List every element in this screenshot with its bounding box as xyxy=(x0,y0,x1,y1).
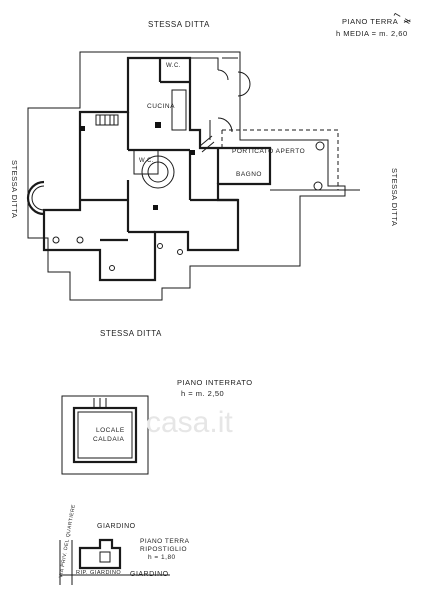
porch-outline xyxy=(222,129,339,191)
neighbor-top-label: STESSA DITTA xyxy=(148,20,210,29)
ground-floor-title: PIANO TERRA xyxy=(342,17,398,26)
watermark: casa.it xyxy=(146,406,233,439)
bay-window-inner xyxy=(31,185,45,211)
basement-height-note: h = m. 2,50 xyxy=(181,389,224,398)
bay-window xyxy=(26,180,45,216)
ground-floor-height-note: h MEDIA = m. 2,60 xyxy=(336,29,408,38)
column-circle xyxy=(76,236,84,244)
step-mark xyxy=(201,141,215,153)
building-walls xyxy=(42,56,272,282)
basement-room-line1: LOCALE xyxy=(96,427,125,434)
porch-column xyxy=(313,181,323,191)
column xyxy=(153,205,158,210)
column-circle xyxy=(109,265,115,271)
wc-stair-label: W.C. xyxy=(139,158,154,164)
storage-fixture xyxy=(99,551,111,563)
door-swing xyxy=(237,71,251,97)
column-circle xyxy=(177,249,183,255)
neighbor-right-label: STESSA DITTA xyxy=(390,168,399,226)
basement-plan xyxy=(61,395,149,475)
kitchen-counter xyxy=(171,89,187,131)
column-circle xyxy=(157,243,163,249)
kitchen-column xyxy=(155,122,161,128)
storage-title: PIANO TERRA xyxy=(140,538,190,545)
storage-room-label: RIP. GIARDINO xyxy=(76,570,121,576)
porch-label: PORTICATO APERTO xyxy=(232,148,305,155)
wc-top-label: W.C. xyxy=(166,63,181,69)
column xyxy=(190,150,195,155)
door-outline xyxy=(190,57,219,70)
wc-stair-room xyxy=(133,149,159,175)
basement-walls xyxy=(72,406,138,464)
neighbor-bottom-label: STESSA DITTA xyxy=(100,329,162,338)
kitchen-label: CUCINA xyxy=(147,103,175,110)
porch-column xyxy=(315,141,325,151)
door-swing xyxy=(217,69,229,81)
basement-outer xyxy=(61,395,149,475)
basement-inner xyxy=(77,411,133,459)
storage-plan xyxy=(59,538,170,585)
storage-walls xyxy=(78,538,122,570)
column-circle xyxy=(52,236,60,244)
neighbor-left-label: STESSA DITTA xyxy=(10,160,19,218)
storage-subtitle: RIPOSTIGLIO xyxy=(140,546,187,553)
basement-room-line2: CALDAIA xyxy=(93,436,124,443)
property-boundary xyxy=(27,51,346,301)
garden-top-label: GIARDINO xyxy=(97,523,136,530)
garden-bottom-label: GIARDINO xyxy=(130,571,169,578)
step-mark xyxy=(199,135,213,147)
storage-side-note: VIA PRIV. DEL QUARTIERE xyxy=(58,504,77,579)
ground-floor-plan xyxy=(26,51,360,301)
column xyxy=(80,126,85,131)
storage-height-note: h = 1,80 xyxy=(148,554,176,561)
basement-title: PIANO INTERRATO xyxy=(177,378,253,387)
bath-label: BAGNO xyxy=(236,171,262,178)
window xyxy=(95,114,119,126)
